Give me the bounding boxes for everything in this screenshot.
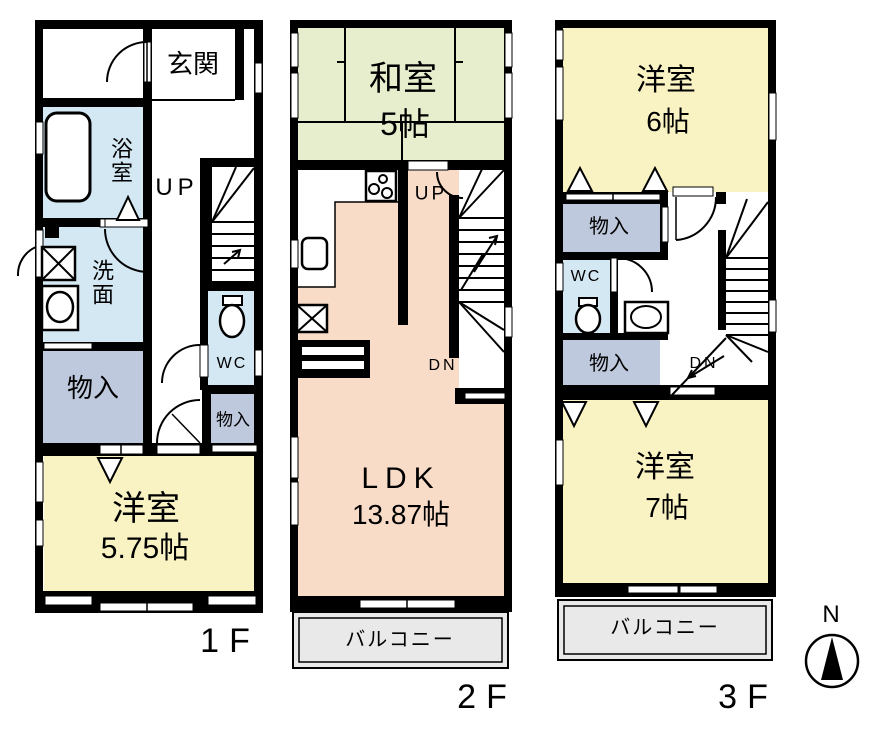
storage-bottom-label-3f: 物入 — [589, 353, 629, 375]
western-room7-size: 7帖 — [645, 492, 689, 523]
western-room6-size: 6帖 — [646, 106, 690, 137]
door-arcs-3f — [617, 196, 718, 293]
door-arcs-2f — [436, 171, 464, 199]
appliance-space-icon — [295, 303, 329, 334]
floor-label-2f: 2F — [457, 678, 517, 716]
stairs-up-label-2f: UP — [414, 183, 448, 205]
balcony-2f — [292, 611, 509, 669]
balcony-label-2f: バルコニー — [345, 629, 455, 651]
balcony-3f — [557, 599, 773, 661]
ldk-size-label: 13.87帖 — [351, 499, 451, 530]
compass-north-label: N — [822, 601, 840, 628]
stairs-1f — [211, 166, 255, 283]
tatami-room-size: 5帖 — [380, 106, 430, 142]
stairs-3f — [671, 198, 769, 396]
toilet-icon-3f — [574, 297, 602, 335]
stairs-up-label-1f: UP — [155, 174, 199, 201]
storage-left-label-1f: 物入 — [66, 373, 120, 403]
ldk-label: LDK — [361, 462, 441, 495]
wc-label-1f: WC — [216, 355, 248, 372]
floor1-walls — [35, 20, 263, 613]
counter-icon — [296, 340, 370, 378]
toilet-icon-1f — [218, 295, 246, 339]
stove-icon — [364, 169, 398, 203]
washing-machine-icon — [40, 245, 77, 282]
western-room-size-1f: 5.75帖 — [100, 532, 190, 565]
kitchen-sink-icon — [300, 236, 329, 271]
stairs-down-label-2f: DN — [428, 357, 458, 374]
tatami-room-label: 和室 — [369, 60, 437, 98]
western-room7-label: 洋室 — [635, 451, 695, 484]
door-triangles-3f — [560, 165, 669, 429]
floor3-plan — [555, 20, 777, 661]
wc-label-3f: WC — [570, 268, 602, 285]
door-arcs-1f — [16, 41, 201, 444]
door-triangles-1f — [96, 194, 141, 485]
entrance-label: 玄関 — [166, 49, 220, 79]
tatami-lines — [298, 28, 504, 160]
western-room-label-1f: 洋室 — [112, 490, 180, 528]
western-room6-label: 洋室 — [636, 64, 696, 97]
washstand-icon-3f — [623, 300, 670, 335]
bathroom-label: 浴室 — [108, 137, 133, 185]
floor3-openings — [555, 29, 777, 594]
storage-right-label-1f: 物入 — [216, 410, 250, 430]
floor3-room-fills — [563, 28, 768, 583]
bathtub-icon — [44, 111, 92, 203]
washstand-icon — [40, 284, 80, 332]
floor1-openings — [35, 41, 263, 612]
floor-label-1f: 1F — [200, 622, 260, 660]
floor-label-3f: 3F — [718, 678, 778, 716]
compass-icon — [804, 633, 860, 689]
stairs-2f — [458, 166, 505, 353]
floor2-openings — [290, 32, 513, 609]
washroom-label: 洗面 — [89, 259, 114, 307]
stairs-down-label-3f: DN — [689, 355, 719, 372]
storage-top-label-3f: 物入 — [589, 216, 629, 238]
floor2-plan — [290, 20, 513, 669]
balcony-label-3f: バルコニー — [610, 617, 720, 639]
floor1-plan — [16, 20, 263, 613]
